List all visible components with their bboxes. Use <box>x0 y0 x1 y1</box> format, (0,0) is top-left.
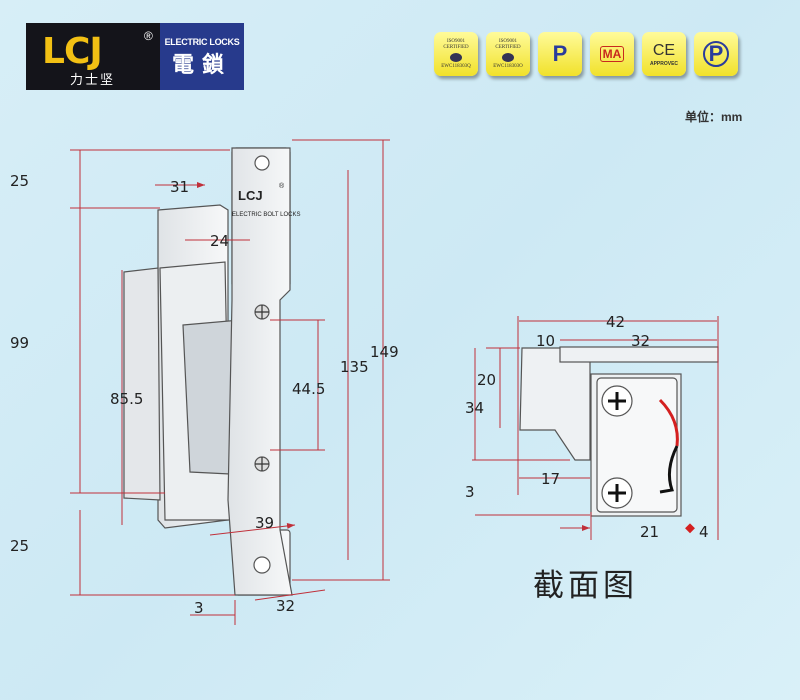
dim-24: 24 <box>210 232 229 250</box>
dim-99: 99 <box>10 334 29 352</box>
dim-21: 21 <box>640 523 659 541</box>
dim-3-section: 3 <box>465 483 475 501</box>
cma-badge: MA <box>590 32 634 76</box>
dim-135: 135 <box>340 358 369 376</box>
dim-25-bottom: 25 <box>10 537 29 555</box>
dim-149: 149 <box>370 343 399 361</box>
badge-line: CERTIFIED <box>443 44 469 50</box>
badge-label: P <box>552 40 568 66</box>
badge-label: MA <box>599 45 625 63</box>
dim-85-5: 85.5 <box>110 390 143 408</box>
badge-line: ISO9001 <box>446 38 466 44</box>
iso9001-badge: ISO9001 CERTIFIED EWC118303O <box>486 32 530 76</box>
section-caption: 截面图 <box>533 568 638 604</box>
badge-sub: APPROVEC <box>649 60 679 67</box>
dim-10: 10 <box>536 332 555 350</box>
brand-logo: LCJ ® 力士坚 ELECTRIC LOCKS 電鎖 <box>26 23 244 90</box>
lock-front-view <box>123 147 293 596</box>
dim-3: 3 <box>194 599 204 617</box>
dim-42: 42 <box>606 313 625 331</box>
dim-32: 32 <box>276 597 295 615</box>
dim-32-section: 32 <box>631 332 650 350</box>
badge-label: CE <box>652 42 676 60</box>
logo-registered: ® <box>144 29 153 43</box>
badge-label: P <box>703 41 729 67</box>
certification-badges: ISO9001 CERTIFIED EWC118303Q ISO9001 CER… <box>434 32 738 76</box>
plate-brand: LCJ <box>238 188 263 203</box>
logo-brand: LCJ <box>42 31 103 72</box>
pp-badge: P <box>694 32 738 76</box>
dimension-marker-icon <box>685 523 695 534</box>
section-dimension-lines <box>472 316 719 540</box>
unit-label: 单位：mm <box>685 110 743 124</box>
plate-registered: ® <box>279 182 285 190</box>
logo-tagline: ELECTRIC LOCKS <box>164 37 240 47</box>
logo-brand-cn: 力士坚 <box>70 72 116 87</box>
anab-seal-icon <box>502 52 514 62</box>
section-dimension-labels: 42 10 32 20 34 17 3 21 4 <box>465 313 709 541</box>
dim-34: 34 <box>465 399 484 417</box>
logo-tagline-cn: 電鎖 <box>171 52 232 77</box>
dim-25-top: 25 <box>10 172 29 190</box>
lock-section-view <box>519 346 719 517</box>
dim-20: 20 <box>477 371 496 389</box>
dim-17: 17 <box>541 470 560 488</box>
dim-44-5: 44.5 <box>292 380 325 398</box>
iso9001-badge: ISO9001 CERTIFIED EWC118303Q <box>434 32 478 76</box>
iso-seal-icon <box>450 52 462 62</box>
front-dimension-lines <box>70 139 390 625</box>
p-mark-badge: P <box>538 32 582 76</box>
badge-line: CERTIFIED <box>495 44 521 50</box>
dim-39: 39 <box>255 514 274 532</box>
dim-4: 4 <box>699 523 709 541</box>
badge-line: ISO9001 <box>498 38 518 44</box>
dim-31: 31 <box>170 178 189 196</box>
badge-code: EWC118303O <box>493 63 523 69</box>
badge-code: EWC118303Q <box>441 63 471 69</box>
plate-text: ELECTRIC BOLT LOCKS <box>232 212 300 218</box>
front-dimension-labels: 25 31 24 99 85.5 44.5 135 149 39 25 3 32 <box>10 172 399 617</box>
